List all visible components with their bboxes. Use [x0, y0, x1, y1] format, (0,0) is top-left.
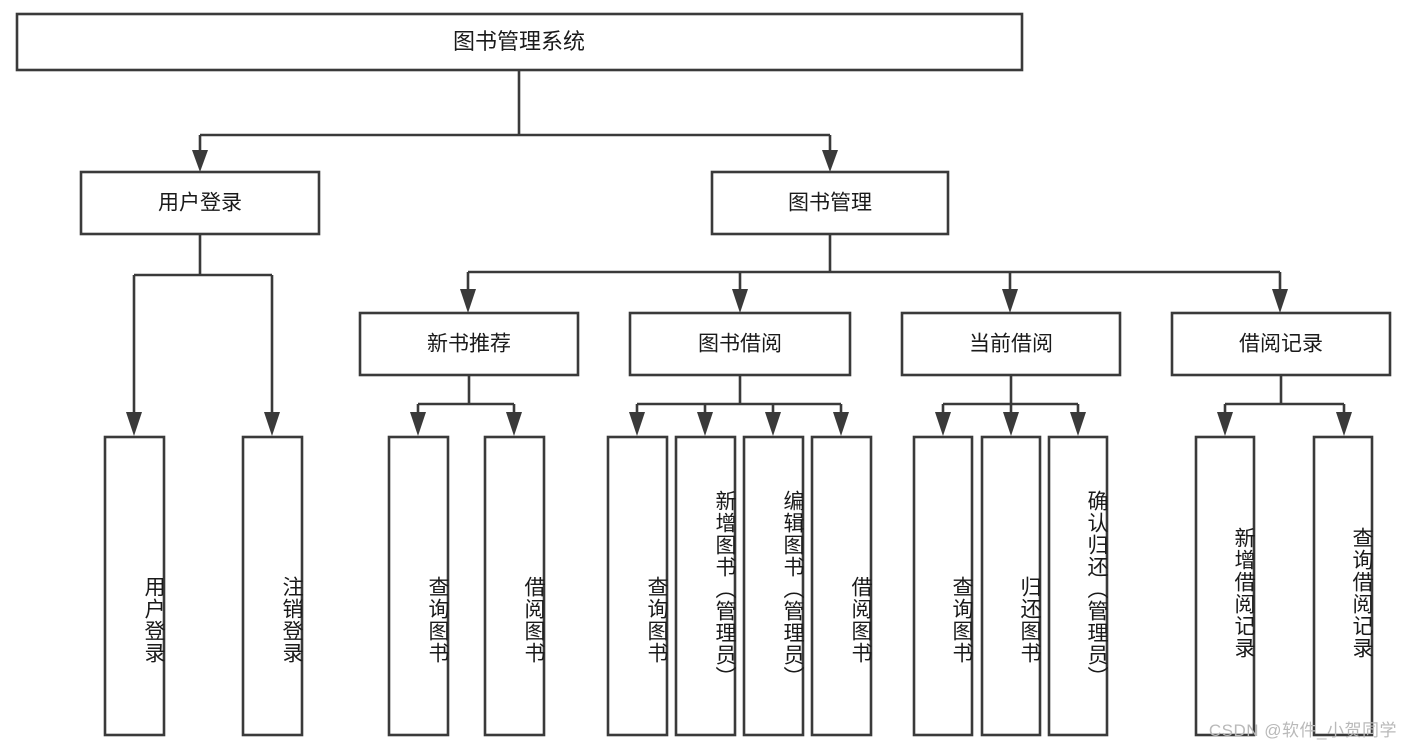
arrow-head-borrow-record: [1272, 289, 1288, 313]
node-user-login-label: 用户登录: [158, 192, 242, 215]
arrow-head-current-borrow: [1002, 289, 1018, 313]
arrow-head-cb-query: [935, 412, 951, 436]
arrow-head-br-add: [1217, 412, 1233, 436]
leaf-box-bb-add-book[interactable]: [674, 435, 737, 737]
node-book-borrow-label: 图书借阅: [698, 333, 782, 356]
leaf-box-cb-return-book[interactable]: [980, 435, 1042, 737]
leaf-box-user-login[interactable]: [103, 435, 166, 737]
node-root-title[interactable]: [15, 12, 1024, 72]
arrow-head-leaf-logout: [264, 412, 280, 436]
arrow-head-cb-confirm: [1070, 412, 1086, 436]
node-current-borrow[interactable]: [900, 311, 1122, 377]
leaf-box-bb-borrow-book[interactable]: [810, 435, 873, 737]
node-new-book-recommend[interactable]: [358, 311, 580, 377]
arrow-head-nb-query: [410, 412, 426, 436]
node-book-management-label: 图书管理: [788, 192, 872, 215]
arrow-head-bb-add: [697, 412, 713, 436]
node-user-login[interactable]: [79, 170, 321, 236]
leaf-box-nb-borrow-book[interactable]: [483, 435, 546, 737]
leaf-box-nb-query-book[interactable]: [387, 435, 450, 737]
watermark-text: CSDN @软件_小贺同学: [1208, 721, 1397, 740]
leaf-box-br-query-record[interactable]: [1312, 435, 1374, 737]
arrow-head-book-borrow: [732, 289, 748, 313]
leaf-box-bb-edit-book[interactable]: [742, 435, 805, 737]
arrow-head-new-book: [460, 289, 476, 313]
arrow-head-cb-return: [1003, 412, 1019, 436]
arrow-head-book-mgmt: [822, 150, 838, 172]
leaf-box-logout[interactable]: [241, 435, 304, 737]
arrow-head-br-query: [1336, 412, 1352, 436]
arrow-head-bb-query: [629, 412, 645, 436]
node-root-title-label: 图书管理系统: [453, 29, 585, 54]
node-book-borrow[interactable]: [628, 311, 852, 377]
arrow-head-bb-borrow: [833, 412, 849, 436]
leaf-box-cb-confirm-return[interactable]: [1047, 435, 1109, 737]
node-borrow-record-label: 借阅记录: [1239, 333, 1323, 356]
node-borrow-record[interactable]: [1170, 311, 1392, 377]
leaf-box-bb-query-book[interactable]: [606, 435, 669, 737]
node-current-borrow-label: 当前借阅: [969, 333, 1053, 356]
arrow-head-leaf-user-login: [126, 412, 142, 436]
leaf-box-cb-query-book[interactable]: [912, 435, 974, 737]
node-new-book-recommend-label: 新书推荐: [427, 333, 511, 356]
arrow-head-bb-edit: [765, 412, 781, 436]
leaf-box-br-add-record[interactable]: [1194, 435, 1256, 737]
arrow-head-user-login: [192, 150, 208, 172]
arrow-head-nb-borrow: [506, 412, 522, 436]
